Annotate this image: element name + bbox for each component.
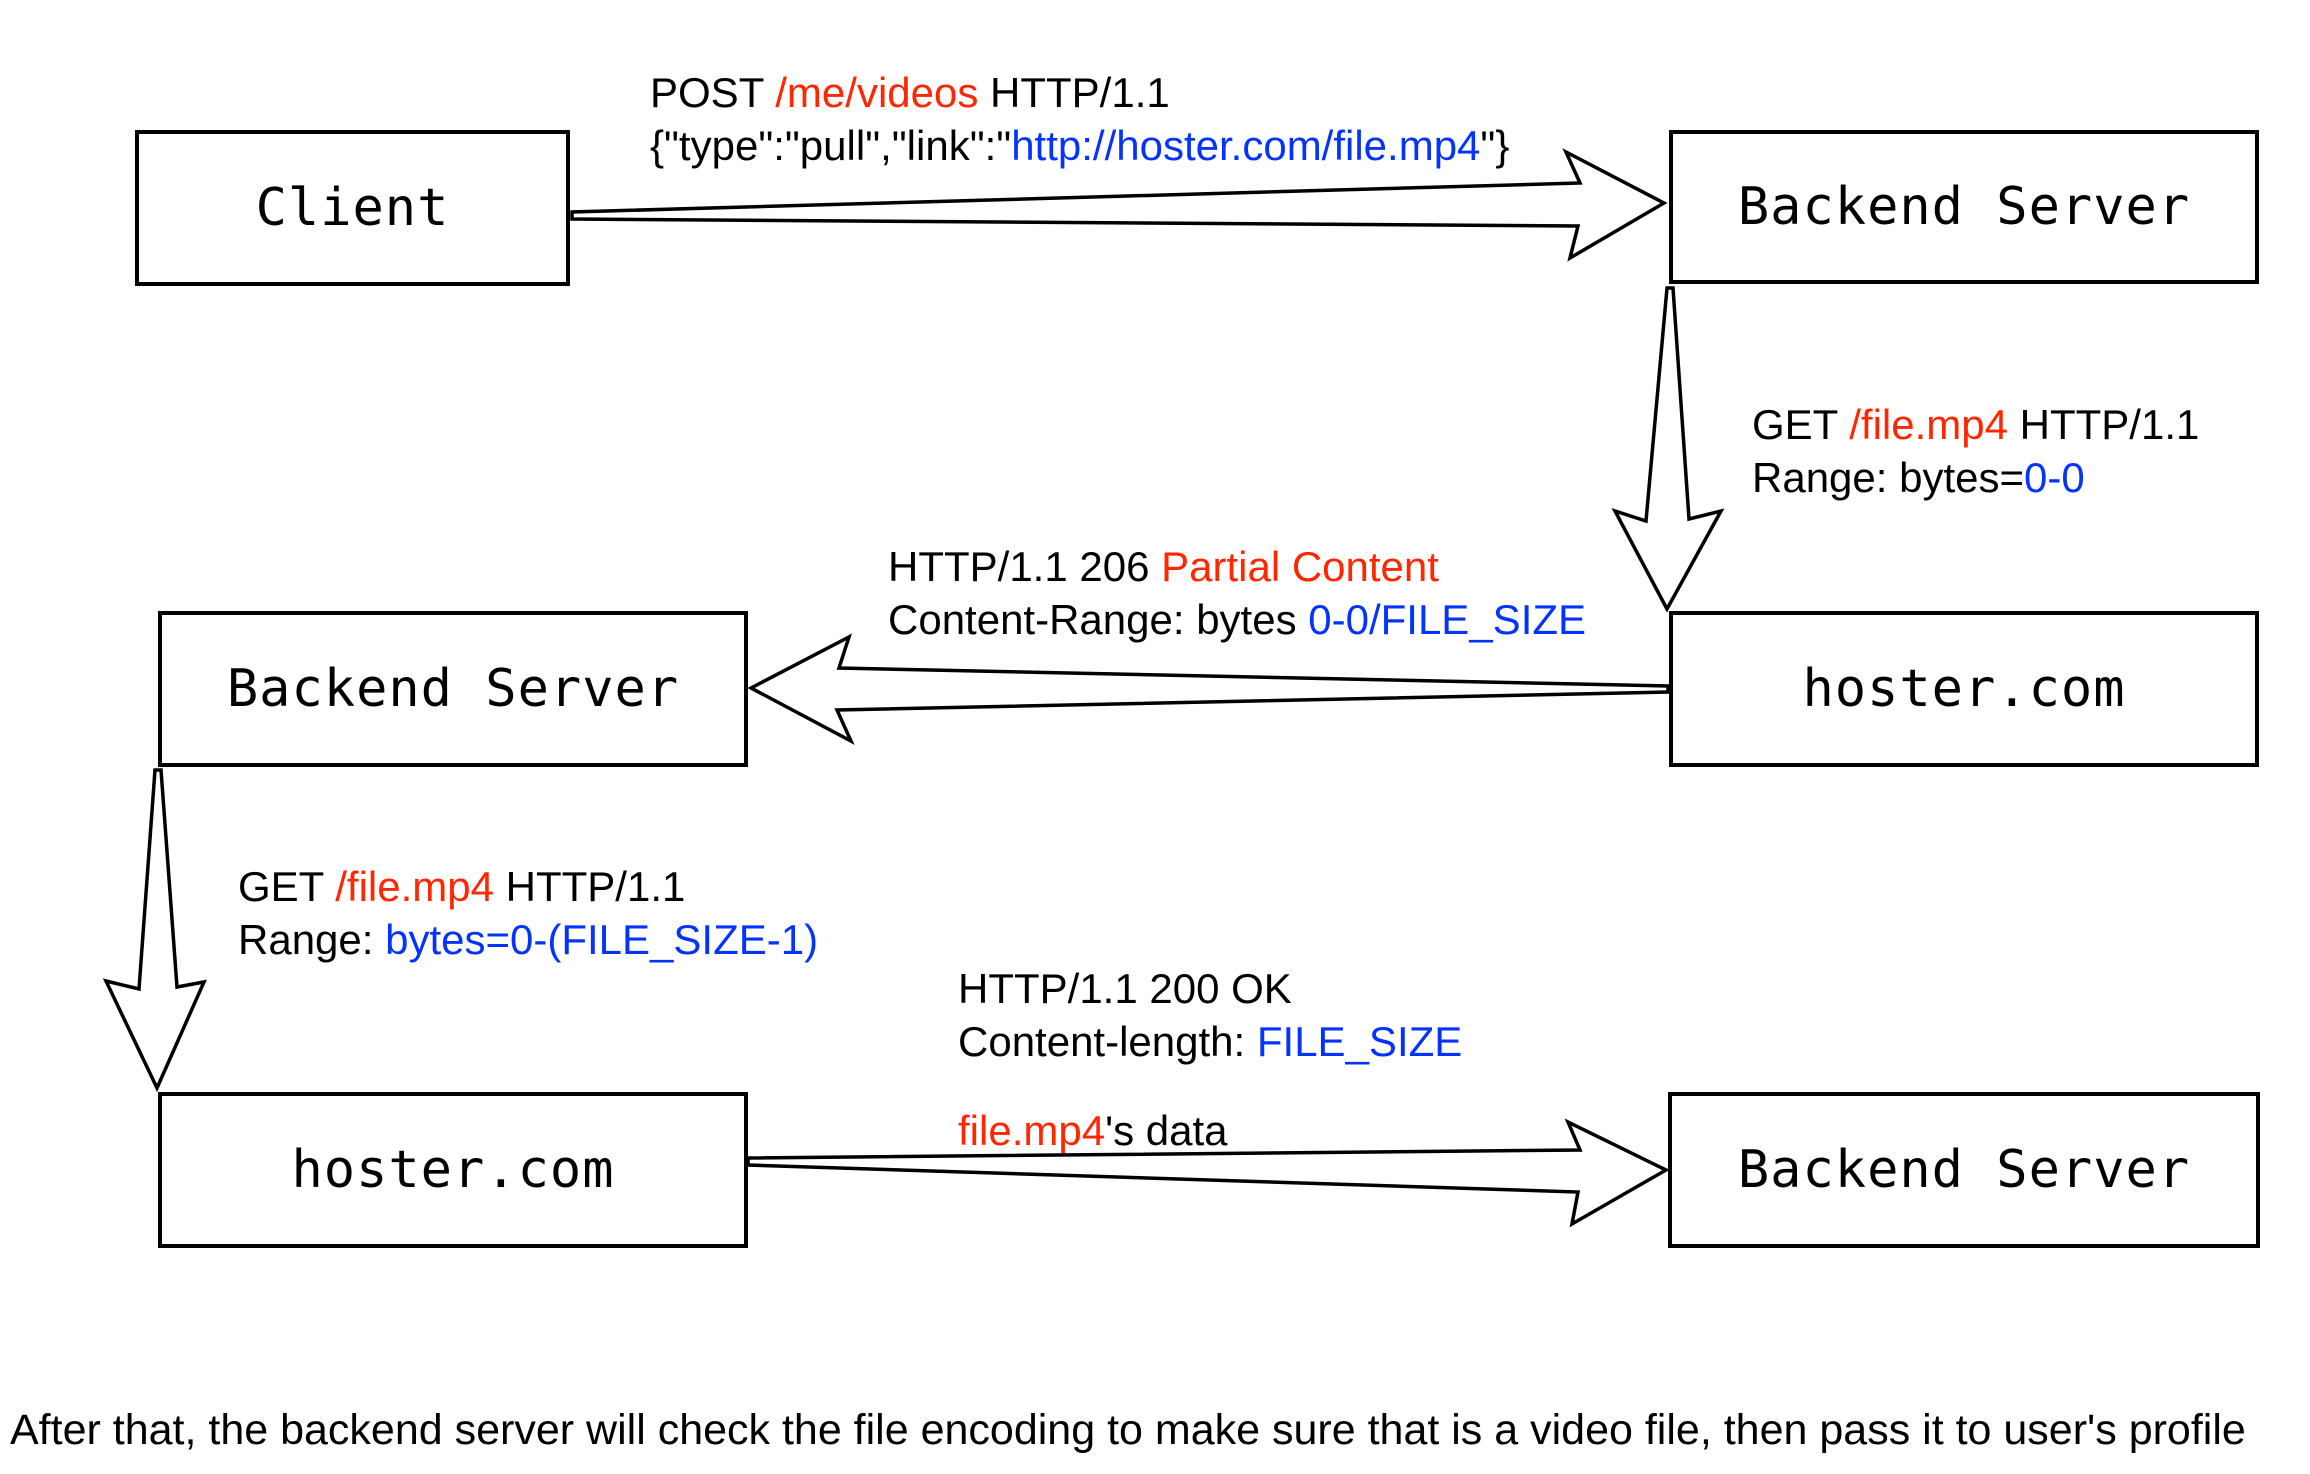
- node-backend-server-top: Backend Server: [1669, 130, 2259, 284]
- message-file-data: file.mp4's data: [958, 1107, 1228, 1154]
- node-backend-server-mid: Backend Server: [158, 611, 748, 767]
- node-hoster-mid: hoster.com: [1669, 611, 2259, 767]
- node-backend-server-bottom-label: Backend Server: [1737, 1140, 2191, 1200]
- message-post-videos: POST /me/videos HTTP/1.1{"type":"pull","…: [650, 69, 1510, 169]
- node-backend-server-top-label: Backend Server: [1737, 177, 2191, 237]
- node-hoster-bottom: hoster.com: [158, 1092, 748, 1248]
- node-backend-server-mid-label: Backend Server: [226, 659, 680, 719]
- node-hoster-bottom-label: hoster.com: [291, 1140, 615, 1200]
- caption: After that, the backend server will chec…: [10, 1406, 2246, 1454]
- arrow-hoster-to-backend-icon: [747, 633, 1670, 745]
- arrow-backend-to-hoster2-icon: [102, 768, 207, 1093]
- node-backend-server-bottom: Backend Server: [1668, 1092, 2260, 1248]
- node-client-label: Client: [255, 178, 450, 238]
- arrow-client-to-backend-icon: [570, 148, 1668, 262]
- node-hoster-mid-label: hoster.com: [1802, 659, 2126, 719]
- arrow-backend-to-hoster-icon: [1611, 286, 1725, 613]
- arrow-hoster-to-backend2-icon: [746, 1118, 1670, 1228]
- node-client: Client: [135, 130, 570, 286]
